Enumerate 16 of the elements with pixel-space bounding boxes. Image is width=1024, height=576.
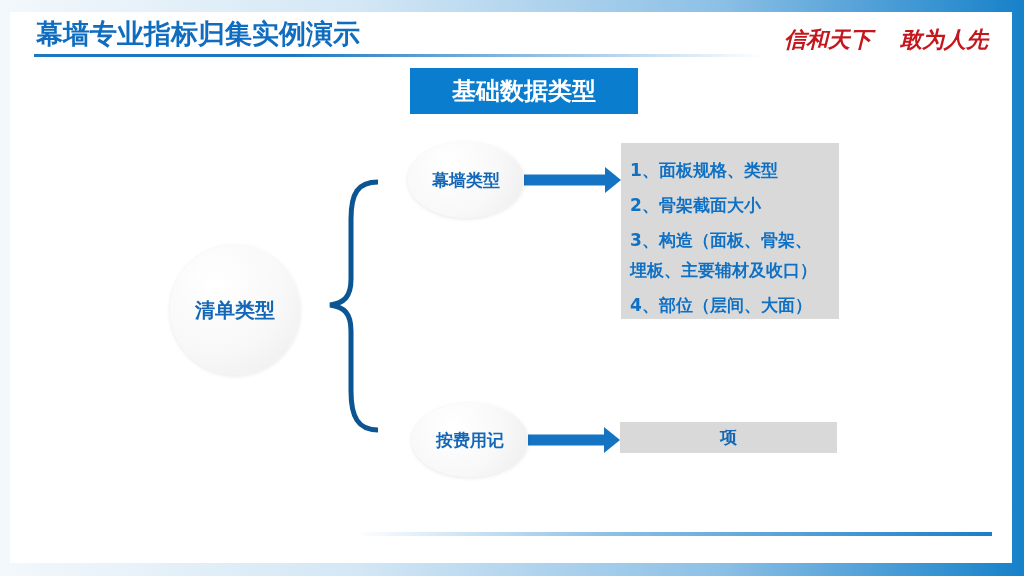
slide-title: 幕墙专业指标归集实例演示 [36,17,360,51]
list-item: 2、骨架截面大小 [630,194,761,217]
list-item: 1、面板规格、类型 [630,159,778,182]
node-label: 项 [720,426,737,449]
arrow [528,427,620,453]
info-panel [621,143,839,319]
header-text: 基础数据类型 [452,76,596,107]
result-bar [620,422,837,453]
list-item: 3、构造（面板、骨架、埋板、主要辅材及收口） [630,229,818,282]
node-label: 幕墙类型 [432,168,500,192]
arrow [524,167,621,193]
slogan-text: 敢为人先 [900,25,988,53]
node-label: 按费用记 [436,428,504,452]
list-item: 4、部位（层间、大面） [630,294,812,317]
section-header [410,68,638,114]
node-label: 清单类型 [195,296,275,324]
